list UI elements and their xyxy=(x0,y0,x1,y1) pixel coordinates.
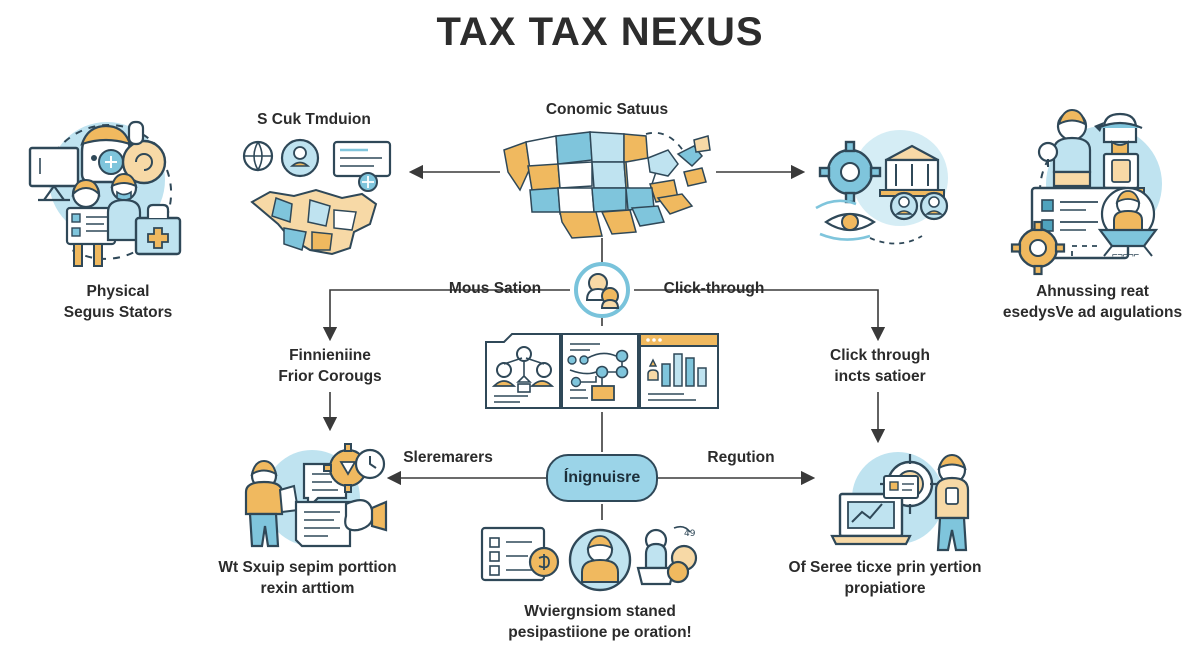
hub-left-label: Mous Sation xyxy=(448,280,542,297)
laptop-target-person-illustration xyxy=(824,448,984,554)
forms-person-coins-illustration: 49 xyxy=(478,518,722,600)
people-hub-icon xyxy=(574,262,630,318)
global-network-map-illustration xyxy=(238,136,408,266)
desk-dashboard-gear-illustration: ⌐¬⌐¬⌐ xyxy=(1010,100,1194,276)
mid-left-label: Finnieniine Frior Corougs xyxy=(278,347,382,385)
us-map-illustration xyxy=(498,128,714,240)
svg-text:⌐¬⌐¬⌐: ⌐¬⌐¬⌐ xyxy=(1112,251,1139,261)
bottom-right-label: Of Seree ticxe prin yertion propiatiore xyxy=(788,559,982,597)
presentation-team-medical-illustration xyxy=(12,100,192,270)
top-left-label: S Cuk Tmduion xyxy=(257,111,371,128)
gear-bank-eye-illustration xyxy=(810,130,980,258)
far-left-label: Physical Seguıs Stators xyxy=(63,283,173,321)
person-documents-gear-illustration xyxy=(228,440,388,552)
pill-right-label: Regution xyxy=(707,449,775,466)
far-right-label: Ahnussing reat esedysVe ad aıgulations xyxy=(1002,283,1183,321)
three-panel-dashboard-illustration xyxy=(484,326,720,412)
svg-text:49: 49 xyxy=(684,529,696,539)
hub-right-label: Click-through xyxy=(663,280,765,297)
mid-right-label: Click through incts satioer xyxy=(830,347,930,385)
page-title: TAX TAX NEXUS xyxy=(436,10,764,54)
center-pill-node[interactable]: Ínignuisre xyxy=(546,454,658,502)
bottom-center-label: Wviergnsiom staned pesipastiione pe orat… xyxy=(508,603,692,641)
top-center-label: Conomic Satuus xyxy=(545,101,669,118)
pill-left-label: Sleremarers xyxy=(403,449,493,466)
bottom-left-label: Wt Sxuip sepim porttion rexin arttiom xyxy=(218,559,397,597)
